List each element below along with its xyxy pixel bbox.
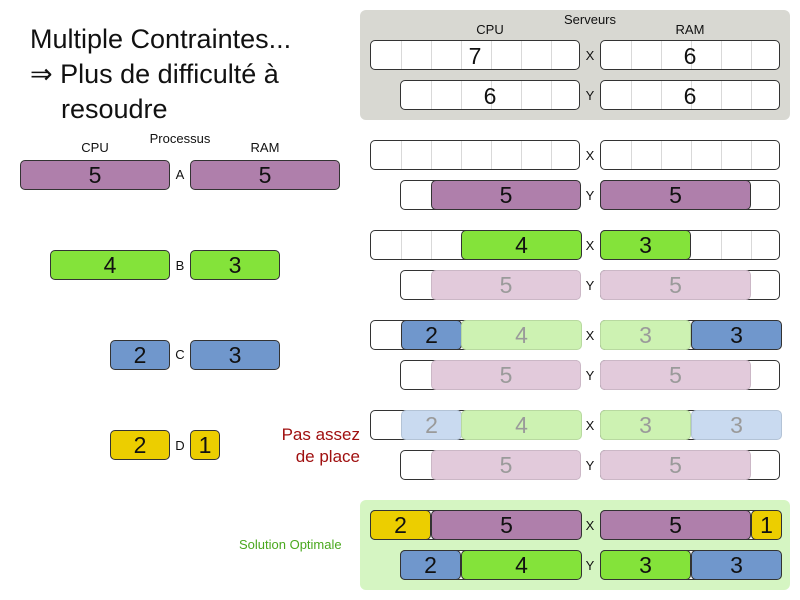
step-d-x-letter: X: [585, 418, 595, 433]
step-c-x-ram-block-c: 3: [691, 320, 782, 350]
optimal-x-cpu-block-a: 5: [431, 510, 582, 540]
server-x-ram-value: 6: [683, 43, 697, 69]
title-line-2: ⇒ Plus de difficulté à: [30, 59, 279, 89]
step-b-y-cpu-slot: 5: [400, 270, 581, 300]
step-b-x-cpu-slot: 4: [370, 230, 582, 260]
optimal-y-ram-block-b: 3: [600, 550, 691, 580]
process-d-ram: 1: [190, 430, 220, 460]
step-b-x-ram-block-b: 3: [600, 230, 691, 260]
step-d-x-ram-ghost-c: 3: [691, 410, 782, 440]
servers-heading: Serveurs: [563, 12, 617, 27]
step-d-x-cpu-slot: 2 4: [370, 410, 582, 440]
optimal-y-cpu-block-b: 4: [461, 550, 582, 580]
step-c-y-letter: Y: [585, 368, 595, 383]
server-x-ram-slot: 6: [600, 40, 780, 70]
step-a-y-cpu-block-a: 5: [431, 180, 581, 210]
no-space-line-2: de place: [295, 447, 360, 466]
processes-heading: Processus: [149, 131, 211, 146]
server-y-cpu-value: 6: [483, 83, 497, 109]
step-a-x-cpu-slot: [370, 140, 580, 170]
title-line-3: resoudre: [61, 94, 168, 124]
process-b-cpu: 4: [50, 250, 170, 280]
step-d-x-cpu-ghost-c: 2: [401, 410, 462, 440]
server-x-letter: X: [585, 48, 595, 63]
process-a-cpu: 5: [20, 160, 170, 190]
step-b-y-ram-slot: 5: [600, 270, 780, 300]
optimal-y-letter: Y: [585, 558, 595, 573]
step-a-x-ram-slot: [600, 140, 780, 170]
step-d-y-cpu-ghost-a: 5: [431, 450, 581, 480]
step-d-y-ram-ghost-a: 5: [600, 450, 751, 480]
no-space-line-1: Pas assez: [281, 425, 360, 444]
optimal-y-ram-block-c: 3: [691, 550, 782, 580]
step-a-x-letter: X: [585, 148, 595, 163]
optimal-x-ram-block-d: 1: [751, 510, 782, 540]
optimal-x-cpu-block-d: 2: [370, 510, 431, 540]
process-a-ram: 5: [190, 160, 340, 190]
optimal-y-ram-slot: 3 3: [600, 550, 782, 580]
no-space-message: Pas assez de place: [250, 424, 360, 468]
servers-cpu-label: CPU: [476, 22, 504, 37]
process-a-letter: A: [175, 167, 185, 182]
step-d-y-letter: Y: [585, 458, 595, 473]
step-d-y-cpu-slot: 5: [400, 450, 581, 480]
optimal-y-cpu-block-c: 2: [400, 550, 461, 580]
step-b-y-ram-ghost-a: 5: [600, 270, 751, 300]
optimal-x-ram-block-a: 5: [600, 510, 751, 540]
optimal-x-ram-slot: 5 1: [600, 510, 782, 540]
server-y-ram-slot: 6: [600, 80, 780, 110]
step-a-y-ram-slot: 5: [600, 180, 780, 210]
process-b-ram: 3: [190, 250, 280, 280]
server-x-cpu-value: 7: [468, 43, 482, 69]
process-c-letter: C: [175, 347, 185, 362]
process-d-letter: D: [175, 438, 185, 453]
servers-ram-label: RAM: [675, 22, 705, 37]
step-b-y-letter: Y: [585, 278, 595, 293]
step-b-x-letter: X: [585, 238, 595, 253]
processes-ram-label: RAM: [250, 140, 280, 155]
step-d-x-ram-slot: 3 3: [600, 410, 782, 440]
title-line-1: Multiple Contraintes...: [30, 24, 292, 54]
step-c-y-ram-ghost-a: 5: [600, 360, 751, 390]
server-y-cpu-slot: 6: [400, 80, 580, 110]
step-c-y-cpu-ghost-a: 5: [431, 360, 581, 390]
step-d-y-ram-slot: 5: [600, 450, 780, 480]
step-b-x-cpu-block-b: 4: [461, 230, 582, 260]
step-b-x-ram-slot: 3: [600, 230, 780, 260]
optimal-y-cpu-slot: 2 4: [400, 550, 582, 580]
step-a-y-cpu-slot: 5: [400, 180, 581, 210]
process-c-cpu: 2: [110, 340, 170, 370]
process-c-ram: 3: [190, 340, 280, 370]
step-a-y-ram-block-a: 5: [600, 180, 751, 210]
step-c-y-cpu-slot: 5: [400, 360, 581, 390]
step-c-x-cpu-block-c: 2: [401, 320, 462, 350]
slide-title: Multiple Contraintes... ⇒ Plus de diffic…: [30, 22, 291, 127]
step-c-x-ram-ghost-b: 3: [600, 320, 691, 350]
optimal-x-letter: X: [585, 518, 595, 533]
optimal-x-cpu-slot: 2 5: [370, 510, 582, 540]
step-a-y-letter: Y: [585, 188, 595, 203]
process-d-cpu: 2: [110, 430, 170, 460]
step-c-y-ram-slot: 5: [600, 360, 780, 390]
step-c-x-ram-slot: 3 3: [600, 320, 782, 350]
server-x-cpu-slot: 7: [370, 40, 580, 70]
step-c-x-letter: X: [585, 328, 595, 343]
process-b-letter: B: [175, 258, 185, 273]
step-d-x-ram-ghost-b: 3: [600, 410, 691, 440]
processes-cpu-label: CPU: [81, 140, 109, 155]
optimal-label: Solution Optimale: [239, 537, 342, 552]
step-b-y-cpu-ghost-a: 5: [431, 270, 581, 300]
server-y-ram-value: 6: [683, 83, 697, 109]
server-y-letter: Y: [585, 88, 595, 103]
step-d-x-cpu-ghost-b: 4: [461, 410, 582, 440]
step-c-x-cpu-ghost-b: 4: [461, 320, 582, 350]
step-c-x-cpu-slot: 2 4: [370, 320, 582, 350]
